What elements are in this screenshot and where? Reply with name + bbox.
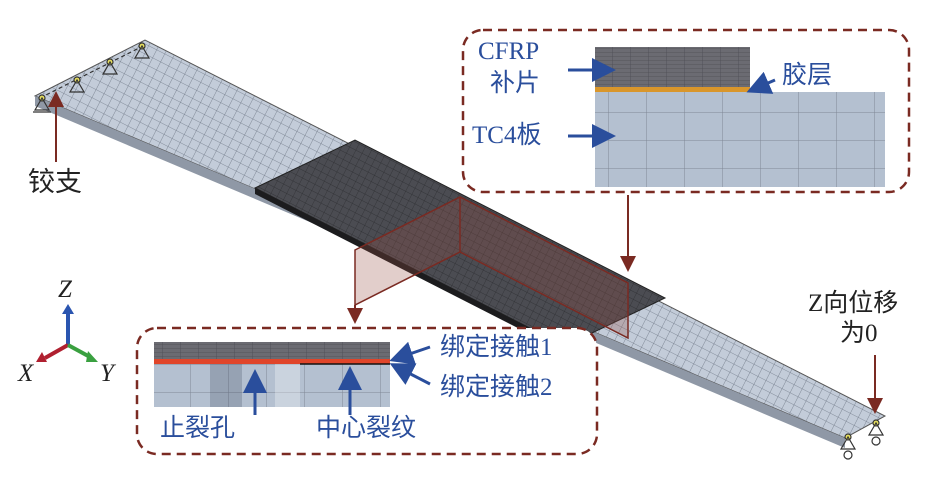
axis-triad (36, 304, 98, 362)
hinge-support-label: 铰支 (28, 167, 82, 197)
cfrp-label-line2: 补片 (490, 70, 541, 97)
roller-supports (839, 419, 885, 460)
stop-hole-label: 止裂孔 (160, 415, 236, 442)
adhesive-label: 胶层 (782, 62, 833, 89)
z-displacement-label-line2: 为0 (840, 320, 878, 347)
axis-x-label: X (18, 360, 34, 387)
hinge-supports (33, 42, 151, 113)
cfrp-label-line1: CFRP (478, 38, 540, 65)
tc4-label: TC4板 (472, 122, 542, 149)
tie-contact-1-label: 绑定接触1 (440, 334, 553, 361)
callout-top (461, 28, 911, 194)
center-crack-label: 中心裂纹 (316, 415, 417, 442)
axis-y-label: Y (100, 360, 114, 387)
tie-contact-2-label: 绑定接触2 (440, 374, 553, 401)
callout-bottom (135, 326, 599, 456)
z-displacement-label-line1: Z向位移 (808, 290, 899, 317)
axis-z-label: Z (58, 276, 72, 303)
